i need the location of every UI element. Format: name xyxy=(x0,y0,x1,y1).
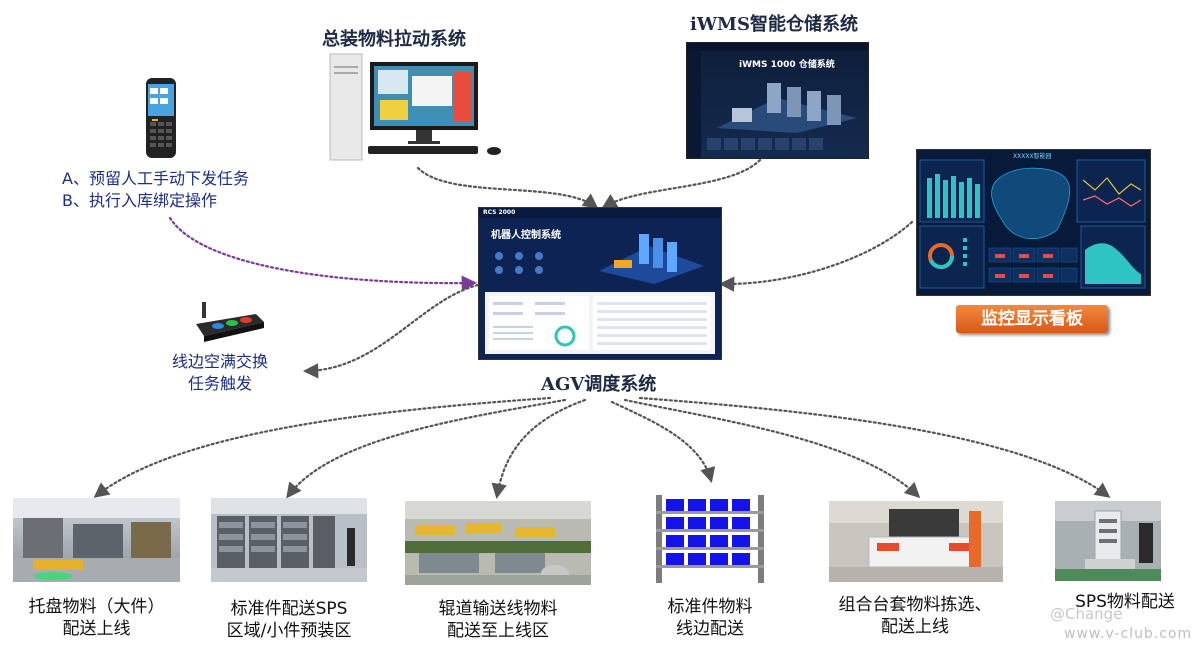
handheld-caption: A、预留人工手动下发任务 B、执行入库绑定操作 xyxy=(62,168,249,212)
arrow-agv-to-dest-6 xyxy=(638,396,1111,498)
dest-1-line-1: 托盘物料（大件） xyxy=(28,597,165,617)
trigger-caption: 线边空满交换 任务触发 xyxy=(172,351,268,395)
arrow-monitor-agv xyxy=(718,220,914,292)
photo-kit-picking-agv xyxy=(829,501,1003,582)
arrow-handheld-to-agv xyxy=(168,216,478,291)
photo-pallet-material xyxy=(13,498,180,582)
dest-5-line-2: 配送上线 xyxy=(881,617,949,637)
arrow-iwms-to-agv xyxy=(601,158,762,209)
arrow-agv-to-dest-3 xyxy=(491,398,587,500)
dest-3-line-2: 配送至上线区 xyxy=(447,621,549,641)
dest-label-1: 托盘物料（大件） 配送上线 xyxy=(13,596,180,640)
monitor-dashboard-screenshot: XXXXX智能园 xyxy=(916,149,1151,296)
dest-label-4: 标准件物料 线边配送 xyxy=(640,596,780,640)
dest-4-line-1: 标准件物料 xyxy=(667,597,753,617)
iwms-title: iWMS智能仓储系统 xyxy=(690,14,858,35)
agv-title: AGV调度系统 xyxy=(541,374,657,395)
handheld-line-b: B、执行入库绑定操作 xyxy=(62,191,217,210)
desktop-computer-image xyxy=(329,53,501,161)
monitor-badge: XXXXX智能园 xyxy=(1013,153,1052,160)
arrow-agv-to-dest-5 xyxy=(623,398,921,499)
photo-sps-standard-parts xyxy=(211,498,367,582)
handheld-pda-image xyxy=(146,78,176,158)
dest-5-line-1: 组合台套物料拣选、 xyxy=(838,595,992,615)
photo-standard-parts-shelf xyxy=(654,493,766,585)
dest-6-line-1: SPS物料配送 xyxy=(1075,592,1175,612)
dest-1-line-2: 配送上线 xyxy=(62,619,131,639)
arrow-assembly-to-agv xyxy=(416,166,599,209)
watermark-handle: @Change xyxy=(1050,605,1123,623)
iwms-screenshot: iWMS 1000 仓储系统 xyxy=(686,42,869,159)
assembly-pull-title: 总装物料拉动系统 xyxy=(322,29,466,50)
photo-roller-conveyor xyxy=(405,501,591,585)
trigger-line-2: 任务触发 xyxy=(188,374,253,393)
arrow-agv-to-dest-1 xyxy=(93,396,552,498)
dest-label-2: 标准件配送SPS 区域/小件预装区 xyxy=(205,598,373,642)
arrow-agv-to-dest-2 xyxy=(286,398,567,499)
dest-2-line-2: 区域/小件预装区 xyxy=(226,621,352,641)
dest-label-6: SPS物料配送 xyxy=(1055,591,1195,613)
dest-4-line-2: 线边配送 xyxy=(676,619,744,639)
dest-2-line-1: 标准件配送SPS xyxy=(230,599,348,619)
photo-sps-agv xyxy=(1055,501,1161,581)
arrow-agv-to-trigger xyxy=(302,283,480,379)
dest-3-line-1: 辊道输送线物料 xyxy=(438,599,558,619)
iwms-screen-title: iWMS 1000 仓储系统 xyxy=(739,60,835,70)
dest-label-5: 组合台套物料拣选、 配送上线 xyxy=(820,594,1010,638)
rcs-logo: RCS 2000 xyxy=(483,209,516,216)
dest-label-3: 辊道输送线物料 配送至上线区 xyxy=(410,598,586,642)
trigger-line-1: 线边空满交换 xyxy=(172,352,269,371)
call-button-box-image xyxy=(196,302,264,342)
watermark-url: www.v-club.com xyxy=(1064,626,1193,642)
monitor-label-button: 监控显示看板 xyxy=(956,305,1108,333)
arrow-agv-to-dest-4 xyxy=(610,400,716,483)
rcs-title: 机器人控制系统 xyxy=(491,230,561,241)
handheld-line-a: A、预留人工手动下发任务 xyxy=(62,169,249,188)
rcs-screenshot: RCS 2000 机器人控制系统 xyxy=(478,207,722,360)
